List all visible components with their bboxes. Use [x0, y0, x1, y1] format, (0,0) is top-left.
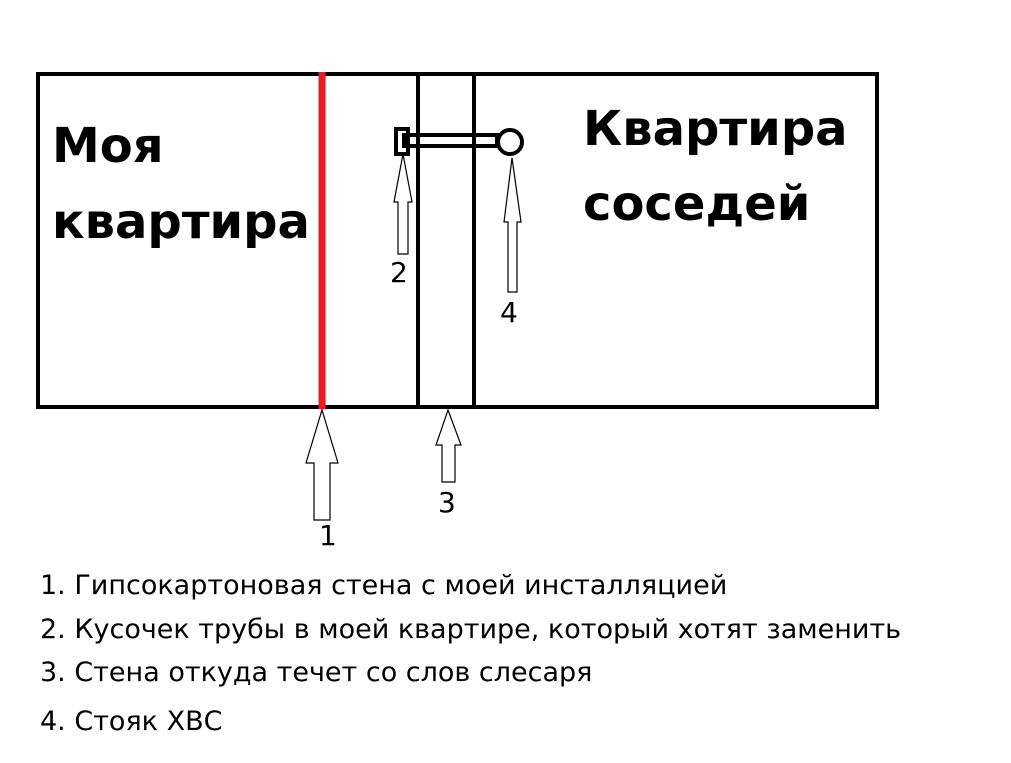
- marker-2: 2: [390, 256, 408, 289]
- legend-item-4: 4. Стояк ХВС: [40, 706, 222, 737]
- my-apartment-label-2: квартира: [52, 194, 310, 250]
- arrow-4: [503, 157, 522, 293]
- neighbors-label-1: Квартира: [583, 101, 848, 157]
- arrow-3: [435, 408, 462, 483]
- my-apartment-label-1: Моя: [52, 118, 164, 174]
- arrow-1: [305, 407, 339, 521]
- legend-item-1: 1. Гипсокартоновая стена с моей инсталля…: [40, 570, 727, 601]
- riser-circle: [496, 128, 524, 156]
- neighbors-label-2: соседей: [583, 176, 810, 232]
- marker-4: 4: [500, 296, 518, 329]
- legend-item-2: 2. Кусочек трубы в моей квартире, которы…: [40, 614, 901, 645]
- neighbors-apartment-box: [472, 72, 879, 409]
- arrow-2: [393, 153, 413, 255]
- marker-3: 3: [438, 486, 456, 519]
- marker-1: 1: [319, 519, 337, 552]
- pipe-piece: [394, 127, 410, 156]
- wall-box: [416, 72, 476, 409]
- legend-item-3: 3. Стена откуда течет со слов слесаря: [40, 657, 592, 688]
